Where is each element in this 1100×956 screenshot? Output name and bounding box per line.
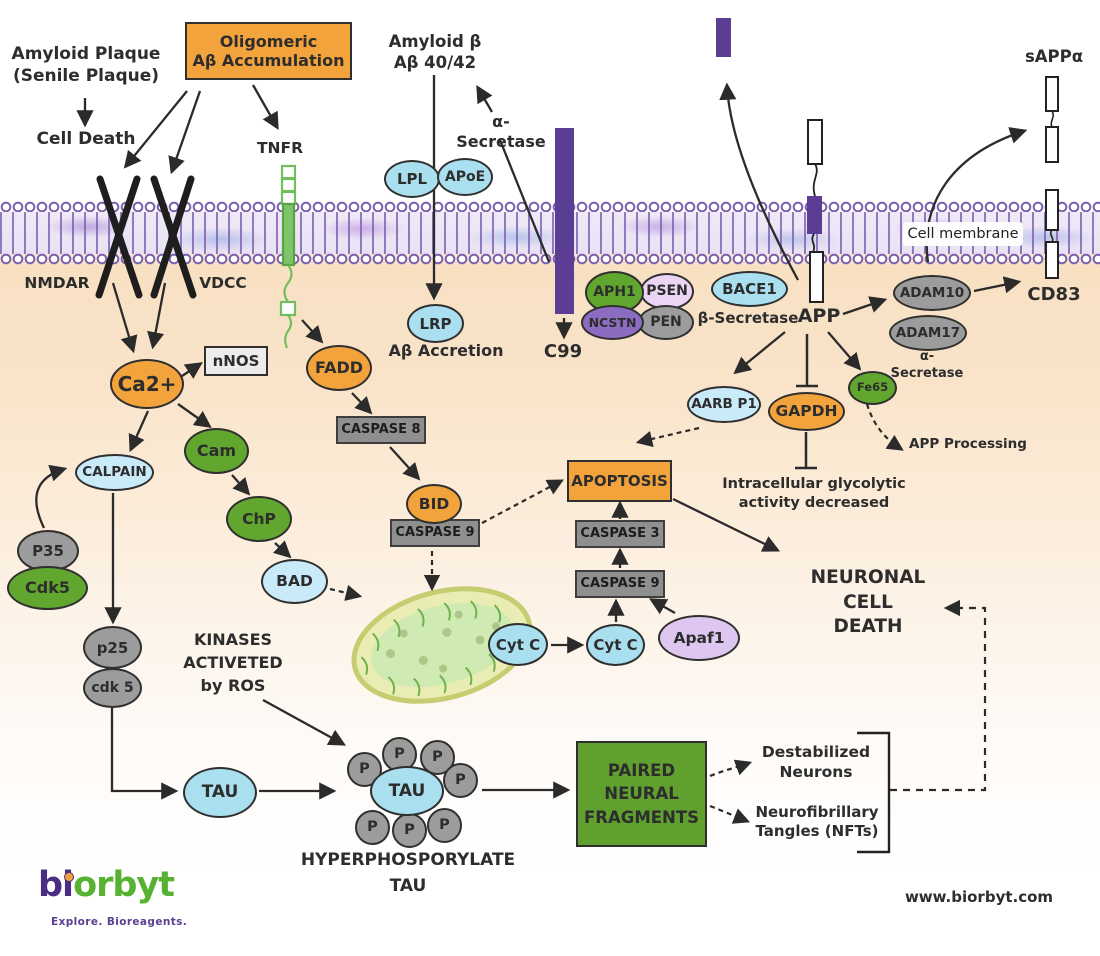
c99-label: C99 bbox=[543, 341, 583, 362]
adam17-node: ADAM17 bbox=[889, 315, 967, 351]
caspase9-right-box: CASPASE 9 bbox=[575, 570, 665, 598]
beta-secretase-label: β-Secretase bbox=[697, 309, 799, 327]
ab-accretion-label: Aβ Accretion bbox=[388, 341, 504, 360]
c99-bar bbox=[555, 128, 574, 314]
tnfr-receptor-icon bbox=[279, 164, 297, 349]
cam-node: Cam bbox=[184, 428, 249, 474]
hyperphosphorylate-tau-label: HYPERPHOSPORYLATE TAU bbox=[300, 850, 516, 896]
alpha-secretase-top-label: α-Secretase bbox=[456, 112, 546, 152]
phosphate-p-node: P bbox=[355, 810, 390, 845]
outcomes-bracket bbox=[857, 731, 891, 854]
apaf1-node: Apaf1 bbox=[658, 615, 740, 661]
cytc-mito-node: Cyt C bbox=[488, 623, 548, 666]
cdk5-node: Cdk5 bbox=[7, 566, 88, 610]
cell-membrane-tag: Cell membrane bbox=[903, 222, 1023, 246]
cd83-fragments-icon bbox=[1045, 189, 1059, 279]
phosphate-p-node: P bbox=[427, 808, 462, 843]
logo-i-dot-icon bbox=[64, 872, 74, 882]
calpain-node: CALPAIN bbox=[75, 454, 154, 491]
p25-node: p25 bbox=[83, 626, 142, 669]
sappa-fragments-icon bbox=[1045, 76, 1059, 163]
p35-node: P35 bbox=[17, 530, 79, 572]
cell-death-label: Cell Death bbox=[36, 129, 136, 149]
aph1-node: APH1 bbox=[585, 271, 644, 314]
bad-node: BAD bbox=[261, 559, 328, 604]
dashed-arrows bbox=[329, 403, 987, 824]
nnos-box: nNOS bbox=[204, 346, 268, 376]
cd83-label: CD83 bbox=[1027, 284, 1081, 305]
neuronal-cell-death-label: NEURONAL CELL DEATH bbox=[810, 567, 926, 638]
ca2-node: Ca2+ bbox=[110, 359, 184, 409]
biorbyt-logo: biorbyt Explore. Bioreagents. bbox=[38, 868, 208, 932]
cdk5-lower-node: cdk 5 bbox=[83, 668, 142, 708]
paired-neural-fragments-box: PAIRED NEURAL FRAGMENTS bbox=[576, 741, 707, 847]
logo-tagline: Explore. Bioreagents. bbox=[51, 916, 188, 928]
website-label: www.biorbyt.com bbox=[904, 888, 1054, 906]
nmdar-channel-icon bbox=[95, 175, 143, 299]
cytc-cytosol-node: Cyt C bbox=[586, 624, 645, 666]
vdcc-label: VDCC bbox=[199, 274, 247, 292]
amyloid-beta-label: Amyloid β Aβ 40/42 bbox=[388, 32, 482, 73]
apoe-node: APoE bbox=[437, 158, 493, 196]
aarb-p1-node: AARB P1 bbox=[687, 386, 761, 423]
nmdar-label: NMDAR bbox=[24, 274, 90, 292]
caspase8-box: CASPASE 8 bbox=[336, 416, 426, 444]
mitochondria-icon bbox=[351, 586, 533, 704]
tnfr-label: TNFR bbox=[256, 139, 304, 157]
app-processing-label: APP Processing bbox=[909, 436, 1027, 452]
gapdh-node: GAPDH bbox=[768, 392, 845, 431]
nft-label: Neurofibrillary Tangles (NFTs) bbox=[755, 803, 879, 841]
bid-node: BID bbox=[406, 484, 462, 524]
tau-phospho-node: TAU bbox=[370, 766, 444, 816]
lrp-node: LRP bbox=[407, 304, 464, 343]
phosphate-p-node: P bbox=[347, 752, 382, 787]
solid-arrows bbox=[35, 75, 1028, 800]
membrane-outer-leaflet bbox=[0, 201, 1100, 213]
oligomeric-box: Oligomeric Aβ Accumulation bbox=[185, 22, 352, 80]
amyloid-plaque-label: Amyloid Plaque (Senile Plaque) bbox=[11, 44, 161, 86]
tau-node: TAU bbox=[183, 767, 257, 818]
cleaved-fragment-bar bbox=[716, 18, 731, 57]
logo-text: biorbyt bbox=[38, 865, 175, 905]
lpl-node: LPL bbox=[384, 160, 440, 198]
fadd-node: FADD bbox=[306, 345, 372, 391]
fe65-node: Fe65 bbox=[848, 371, 897, 405]
alpha-secretase-right-label: α-Secretase bbox=[890, 349, 964, 381]
chp-node: ChP bbox=[226, 496, 292, 542]
adam10-node: ADAM10 bbox=[893, 275, 971, 311]
caspase3-box: CASPASE 3 bbox=[575, 520, 665, 548]
apoptosis-box: APOPTOSIS bbox=[567, 460, 672, 502]
pen-node: PEN bbox=[638, 305, 694, 340]
membrane-inner-leaflet bbox=[0, 253, 1100, 265]
phosphate-p-node: P bbox=[392, 813, 427, 848]
sappa-label: sAPPα bbox=[1024, 47, 1084, 66]
app-label: APP bbox=[797, 305, 841, 327]
intracellular-label: Intracellular glycolytic activity decrea… bbox=[722, 476, 906, 511]
inhibition-bars bbox=[795, 334, 818, 470]
ncstn-node: NCSTN bbox=[581, 305, 644, 340]
destabilized-neurons-label: Destabilized Neurons bbox=[761, 743, 871, 781]
vdcc-channel-icon bbox=[150, 175, 197, 299]
phosphate-p-node: P bbox=[443, 763, 478, 798]
caspase9-left-box: CASPASE 9 bbox=[390, 519, 480, 547]
app-protein-icon bbox=[807, 119, 824, 303]
bace1-node: BACE1 bbox=[711, 271, 788, 307]
kinases-label: KINASES ACTIVETED by ROS bbox=[183, 630, 283, 696]
